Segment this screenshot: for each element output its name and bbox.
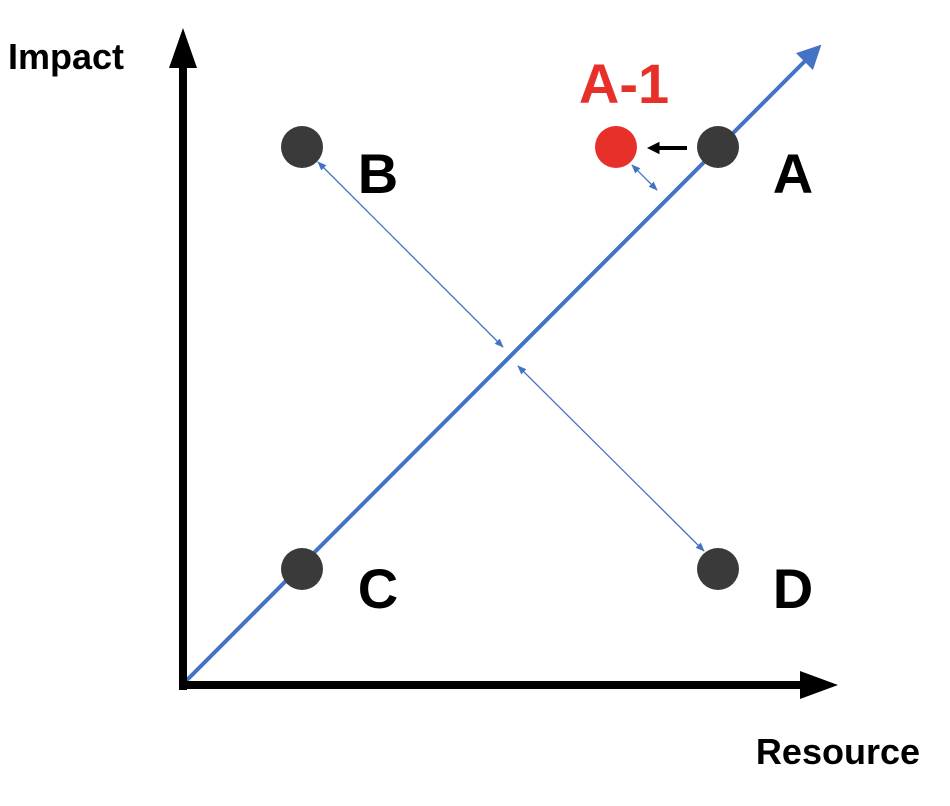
label-b: B [358,142,398,205]
point-d [697,548,739,590]
x-axis-label: Resource [756,731,920,772]
y-axis-arrowhead [169,28,197,68]
label-d: D [773,557,813,620]
distance-arrow-b [317,161,504,348]
point-b [281,126,323,168]
distance-arrow-d [517,365,705,552]
x-axis-arrowhead [800,671,838,699]
point-c [281,548,323,590]
label-a-1: A-1 [579,52,669,115]
y-axis-label: Impact [8,36,124,77]
point-a-1 [595,126,637,168]
label-c: C [358,557,398,620]
label-a: A [773,142,813,205]
point-a [697,126,739,168]
distance-arrow-a1 [631,164,658,191]
